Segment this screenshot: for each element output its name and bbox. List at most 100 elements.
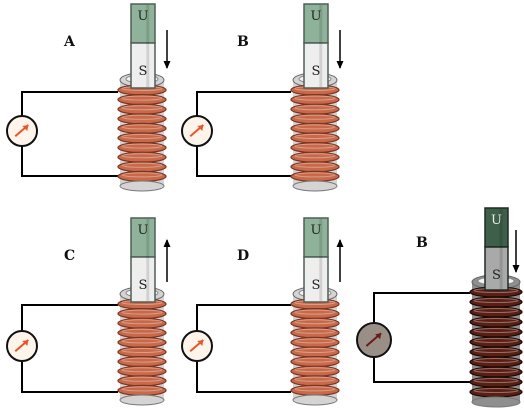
coil-winding-shine	[121, 319, 163, 325]
coil-winding-shine	[121, 134, 163, 139]
panel-3: US	[6, 217, 171, 406]
coil-winding-shine	[473, 348, 519, 353]
coil-winding-shine	[121, 172, 163, 178]
galvanometer	[356, 322, 392, 358]
magnet-bottom-pole-label: S	[492, 268, 501, 283]
coil-winding-shine	[473, 378, 519, 383]
galvanometer	[181, 330, 213, 362]
coil	[117, 286, 167, 406]
coil-winding-shine	[294, 338, 336, 344]
coil-winding-shine	[294, 386, 336, 392]
motion-arrow-down	[512, 230, 520, 273]
coil-winding-shine	[121, 309, 163, 315]
coil-base	[471, 396, 521, 408]
bar-magnet: US	[130, 3, 156, 89]
motion-arrow-down	[336, 30, 344, 69]
coil-winding-shine	[294, 134, 336, 139]
bar-magnet: US	[303, 217, 329, 303]
coil-winding-shine	[294, 357, 336, 363]
panel-4: US	[181, 217, 344, 406]
coil-winding-shine	[294, 105, 336, 111]
arrow-head	[512, 265, 520, 273]
coil-winding-shine	[121, 376, 163, 382]
magnet-top-pole-label: U	[491, 213, 502, 228]
coil-winding-shine	[294, 162, 336, 168]
panel-1: US	[6, 3, 171, 192]
coil-winding-shine	[294, 153, 336, 159]
magnet-south-end	[303, 42, 329, 89]
coil-winding-shine	[294, 143, 336, 149]
arrow-head	[336, 61, 344, 69]
magnet-north-end	[303, 217, 329, 258]
coil-winding-shine	[473, 338, 519, 343]
bar-magnet: US	[130, 217, 156, 303]
bar-magnet: US	[303, 3, 329, 89]
motion-arrow-up	[163, 239, 171, 282]
coil-winding-shine	[121, 348, 163, 353]
coil-winding-shine	[473, 358, 519, 363]
coil-winding-shine	[294, 114, 336, 120]
coil-winding-shine	[294, 309, 336, 315]
galvanometer-needle-tip	[197, 340, 204, 346]
magnet-bottom-pole-label: S	[139, 278, 148, 293]
magnet-south-end	[484, 246, 509, 291]
coil-base	[119, 180, 165, 192]
panel-5: US	[356, 207, 523, 408]
coil-winding-shine	[473, 328, 519, 333]
coil	[117, 72, 167, 192]
galvanometer-needle-tip	[375, 333, 382, 340]
magnet-bottom-pole-label: S	[312, 64, 321, 79]
coil-winding-shine	[473, 368, 519, 373]
coil	[290, 72, 340, 192]
magnet-bottom-pole-label: S	[312, 278, 321, 293]
coil-winding-shine	[121, 143, 163, 149]
coil-winding-shine	[294, 348, 336, 353]
galvanometer-needle-tip	[197, 125, 204, 131]
coil-winding-shine	[294, 124, 336, 130]
coil-winding-shine	[121, 338, 163, 344]
coil-winding-shine	[121, 124, 163, 130]
panel-2: US	[181, 3, 344, 192]
arrow-head	[163, 61, 171, 69]
motion-arrow-down	[163, 30, 171, 69]
coil-winding-shine	[294, 328, 336, 334]
coil-winding-shine	[473, 308, 519, 313]
magnet-south-end	[303, 256, 329, 303]
magnet-south-end	[130, 256, 156, 303]
galvanometer	[6, 115, 38, 147]
coil-base	[292, 394, 338, 406]
coil-winding-shine	[121, 357, 163, 363]
coil-winding-shine	[294, 376, 336, 382]
magnet-top-pole-label: U	[311, 223, 322, 238]
magnet-top-pole-label: U	[311, 9, 322, 24]
coil	[469, 274, 523, 408]
galvanometer-needle-tip	[22, 340, 29, 346]
coil-winding-shine	[121, 105, 163, 111]
coil-winding-shine	[121, 162, 163, 168]
magnet-bottom-pole-label: S	[139, 64, 148, 79]
galvanometer	[6, 330, 38, 362]
coil-base	[119, 394, 165, 406]
arrow-head	[163, 239, 171, 247]
coil-winding-shine	[294, 319, 336, 325]
coil-winding-shine	[121, 328, 163, 334]
coil-winding-shine	[294, 367, 336, 373]
galvanometer-needle-tip	[22, 125, 29, 131]
coil-winding-shine	[121, 386, 163, 392]
magnet-north-end	[130, 3, 156, 44]
motion-arrow-up	[336, 239, 344, 282]
coil	[290, 286, 340, 406]
coil-winding-shine	[121, 114, 163, 120]
coil-winding-shine	[121, 367, 163, 373]
magnet-top-pole-label: U	[138, 9, 149, 24]
coil-base	[292, 180, 338, 192]
magnet-south-end	[130, 42, 156, 89]
galvanometer	[181, 115, 213, 147]
arrow-head	[336, 239, 344, 247]
coil-winding-shine	[473, 298, 519, 303]
bar-magnet: US	[484, 207, 509, 291]
magnet-north-end	[303, 3, 329, 44]
coil-winding-shine	[473, 318, 519, 323]
